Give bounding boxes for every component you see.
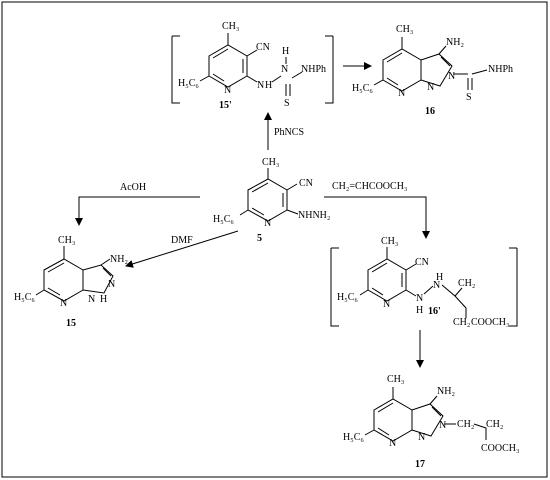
c5-ch3: CH₃ xyxy=(262,157,279,168)
c15-h5c6: H₅C₆ xyxy=(14,292,35,303)
compound-15-prime: CH₃ CN N H₅C₆ N H N H NHPh S 15' xyxy=(171,21,334,111)
c15-ch3: CH₃ xyxy=(58,235,75,246)
c17-cooch3: COOCH₃ xyxy=(481,443,520,454)
c16-ch3: CH₃ xyxy=(396,24,413,35)
c15p-ch3: CH₃ xyxy=(222,21,239,32)
c16p-ch2: CH₂ xyxy=(458,278,475,289)
c15p-s: S xyxy=(284,98,290,109)
compound-number-15: 15 xyxy=(66,318,76,329)
reagent-acrylate: CH₂=CHCOOCH₃ xyxy=(332,181,407,192)
reagent-dmf: DMF xyxy=(171,235,193,246)
c16-h5c6: H₅C₆ xyxy=(352,83,373,94)
c5-n: N xyxy=(264,218,271,229)
c15p-cn: CN xyxy=(256,42,270,53)
arrow-5-to-15-dmf: DMF xyxy=(125,230,239,268)
compound-number-17: 17 xyxy=(415,459,425,470)
c15p-nh-b: N xyxy=(281,64,288,75)
c15-h: H xyxy=(100,294,107,305)
c17-ch2-b: CH₂ xyxy=(486,419,503,430)
c15-n-ring: N xyxy=(60,298,67,309)
arrow-5-to-15-prime: PhNCS xyxy=(264,112,304,150)
c16p-nh-a-h: H xyxy=(416,305,423,316)
c16-n-pyrazole: N xyxy=(448,71,455,82)
reagent-phncs: PhNCS xyxy=(274,127,304,138)
c16p-cooch3: COOCH₃ xyxy=(471,317,510,328)
compound-number-15-prime: 15' xyxy=(219,100,232,111)
arrow-5-to-15-acoh: AcOH xyxy=(75,182,200,226)
c16-n-bridge: N xyxy=(427,82,434,93)
c15p-nh-b-h: H xyxy=(282,46,289,57)
compound-number-16: 16 xyxy=(425,106,435,117)
c5-h5c6: H₅C₆ xyxy=(213,214,234,225)
compound-5: CH₃ CN NHNH₂ N H₅C₆ 5 xyxy=(213,157,330,244)
compound-16: CH₃ NH₂ N N N NHPh S H₅C₆ 16 xyxy=(352,24,513,117)
compound-number-16-prime: 16' xyxy=(428,306,441,317)
compound-16-prime: CH₃ CN N N H N H CH₂ CH₂ COOCH₃ H₅C₆ 16' xyxy=(330,236,518,328)
c15p-n: N xyxy=(224,85,231,96)
c17-n-ring: N xyxy=(389,438,396,449)
c16-nhph: NHPh xyxy=(488,64,513,75)
c16p-h5c6: H₅C₆ xyxy=(337,292,358,303)
c15-n-h: N xyxy=(88,294,95,305)
c17-h5c6: H₅C₆ xyxy=(343,432,364,443)
c16p-ch3: CH₃ xyxy=(381,236,398,247)
c17-ch2-a: CH₂ xyxy=(457,419,474,430)
c16p-nh-b-h: H xyxy=(436,272,443,283)
c16-s: S xyxy=(466,92,472,103)
c5-cn: CN xyxy=(299,178,313,189)
compound-17: CH₃ NH₂ N N N CH₂ CH₂ COOCH₃ H₅C₆ 17 xyxy=(343,374,520,470)
c17-n-pyrazole: N xyxy=(439,420,446,431)
c17-ch3: CH₃ xyxy=(387,374,404,385)
compound-15: CH₃ NH₂ N N H N H₅C₆ 15 xyxy=(14,235,128,329)
c16p-cn: CN xyxy=(415,257,429,268)
c16-nh2: NH₂ xyxy=(446,37,464,48)
c16p-nh-b: N xyxy=(433,280,440,291)
c15-n-pyrazole: N xyxy=(108,279,115,290)
c17-n-bridge: N xyxy=(418,432,425,443)
c15p-nh-a-h: H xyxy=(265,80,272,91)
c15p-h5c6: H₅C₆ xyxy=(178,78,199,89)
c16p-ch2-cooch3: CH₂ xyxy=(453,317,470,328)
c15-nh2: NH₂ xyxy=(110,254,128,265)
reagent-acoh: AcOH xyxy=(120,182,146,193)
c17-nh2: NH₂ xyxy=(437,386,455,397)
c5-nhnh2: NHNH₂ xyxy=(298,210,330,221)
c15p-nhph: NHPh xyxy=(301,64,326,75)
compound-number-5: 5 xyxy=(257,233,262,244)
c16p-nh-a: N xyxy=(416,293,423,304)
c16-n-ring: N xyxy=(398,88,405,99)
c16p-n-ring: N xyxy=(383,299,390,310)
c15p-nh-a: N xyxy=(257,80,264,91)
arrow-5-to-16-prime: CH₂=CHCOOCH₃ xyxy=(324,181,430,239)
